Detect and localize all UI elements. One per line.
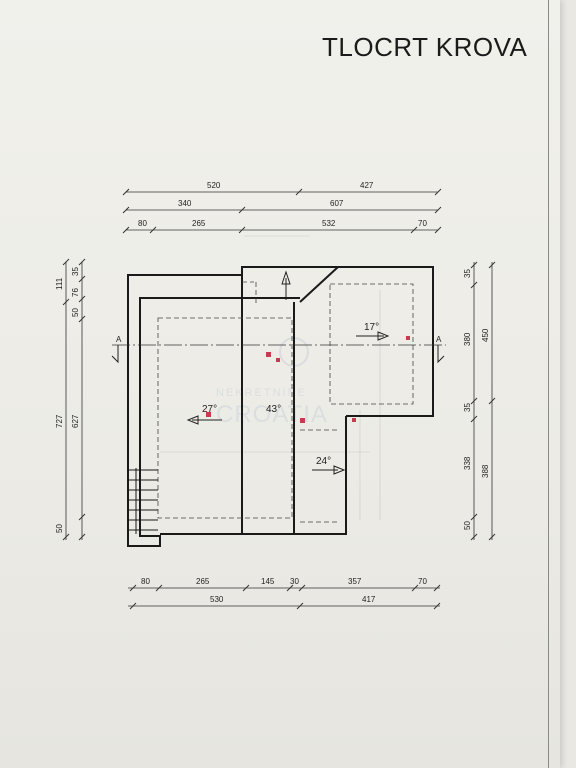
sheet-border-line: [548, 0, 549, 768]
marker-1: [266, 352, 271, 357]
dim-right-inner-c: 35: [463, 403, 472, 412]
background-plan-lines: [160, 235, 381, 520]
dim-bottom2-b: 417: [362, 595, 376, 604]
dim-top3-b: 265: [192, 219, 206, 228]
dim-bottom2-a: 530: [210, 595, 224, 604]
watermark-line1: NEKRETNINE: [216, 387, 307, 399]
dim-top1-a: 520: [207, 181, 221, 190]
marker-4: [300, 418, 305, 423]
dim-left-inner-a: 35: [71, 267, 80, 276]
section-mark-left: A: [116, 335, 122, 344]
dim-bottom1-e: 357: [348, 577, 362, 586]
bottom-dimension-lines: [128, 584, 441, 610]
drawing-sheet: [0, 0, 560, 768]
dim-top3-c: 532: [322, 219, 336, 228]
slope-label-43: 43°: [266, 404, 281, 415]
dim-top3-d: 70: [418, 219, 427, 228]
dim-left-outer-b: 727: [55, 414, 64, 428]
watermark: NEKRETNINE CROATIA: [216, 337, 328, 428]
slope-label-27: 27°: [202, 404, 217, 415]
dim-top3-a: 80: [138, 219, 147, 228]
dim-bottom1-f: 70: [418, 577, 427, 586]
drawing-title: TLOCRT KROVA: [322, 32, 528, 62]
marker-3: [206, 412, 211, 417]
marker-5: [352, 418, 356, 422]
dim-right-inner-b: 380: [463, 332, 472, 346]
marker-2: [276, 358, 280, 362]
dim-bottom1-c: 145: [261, 577, 275, 586]
dim-right-outer-a: 450: [481, 328, 490, 342]
dim-left-inner-c: 50: [71, 308, 80, 317]
dim-left-outer-c: 50: [55, 524, 64, 533]
dim-right-inner-a: 35: [463, 269, 472, 278]
dashed-wall-lines: [157, 281, 414, 523]
dim-top2-a: 340: [178, 199, 192, 208]
dim-left-inner-b: 76: [71, 288, 80, 297]
marker-6: [406, 336, 410, 340]
watermark-line2: CROATIA: [216, 401, 328, 428]
section-mark-right: A: [436, 335, 442, 344]
right-dimension-lines: [470, 261, 496, 541]
slope-arrows: [186, 270, 390, 475]
top-dimension-lines: [122, 188, 442, 234]
stair-lines: [128, 468, 158, 534]
dim-top1-b: 427: [360, 181, 374, 190]
dim-right-outer-b: 388: [481, 464, 490, 478]
slope-label-24: 24°: [316, 456, 331, 467]
dim-left-outer-a: 111: [55, 277, 64, 290]
left-dimension-lines: [62, 258, 86, 541]
dim-bottom1-d: 30: [290, 577, 299, 586]
dim-top2-b: 607: [330, 199, 344, 208]
section-line-a: [111, 344, 446, 364]
dim-right-inner-d: 338: [463, 456, 472, 470]
slope-label-17: 17°: [364, 322, 379, 333]
dim-bottom1-a: 80: [141, 577, 150, 586]
red-markers: [206, 336, 410, 423]
dim-bottom1-b: 265: [196, 577, 210, 586]
roof-outline: [127, 266, 434, 547]
dim-right-inner-e: 50: [463, 521, 472, 530]
dim-left-inner-d: 627: [71, 414, 80, 428]
